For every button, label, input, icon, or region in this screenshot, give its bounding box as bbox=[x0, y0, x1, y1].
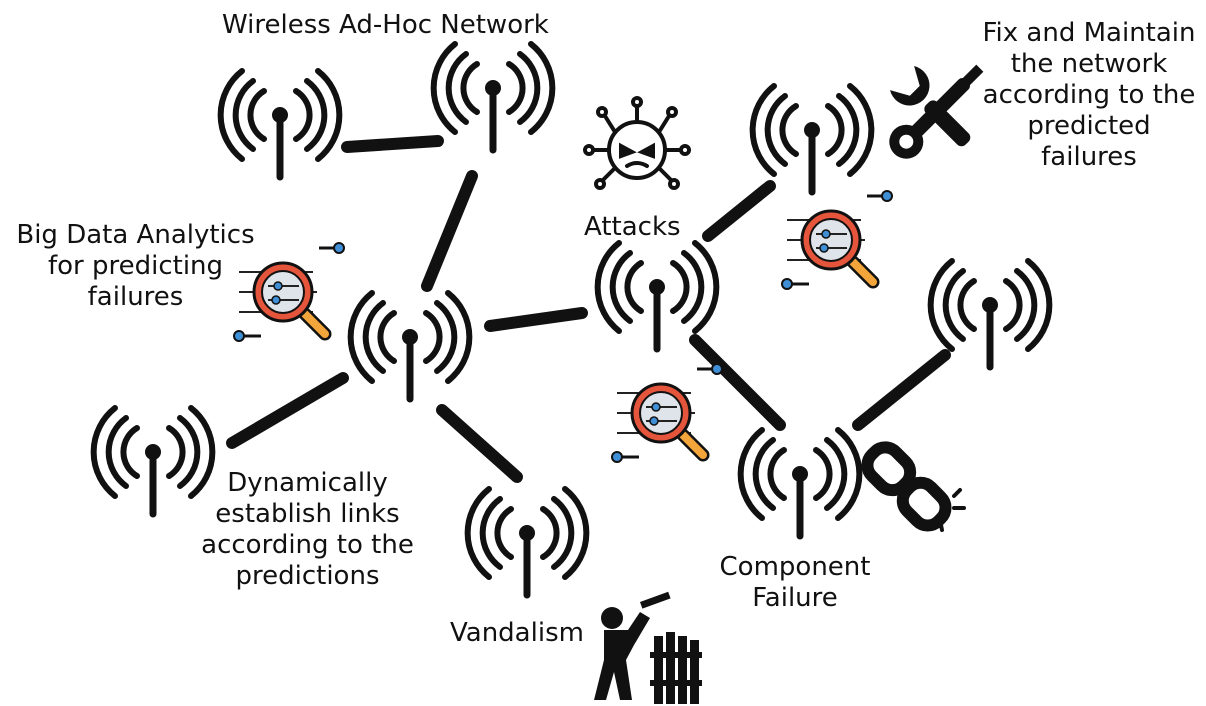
fix-maintain-label: Fix and Maintain the network according t… bbox=[975, 18, 1203, 173]
link bbox=[421, 170, 478, 292]
antenna-icon bbox=[598, 243, 717, 349]
antenna-icon bbox=[221, 71, 340, 177]
antenna-icon bbox=[351, 293, 470, 399]
dynamic-links-line: according to the bbox=[201, 530, 414, 560]
diagram-title: Wireless Ad-Hoc Network bbox=[222, 10, 549, 40]
wrench-screwdriver-icon bbox=[889, 64, 984, 159]
link bbox=[852, 349, 951, 431]
antenna-icon bbox=[468, 489, 587, 595]
component-failure-label: Component Failure bbox=[710, 552, 880, 614]
antenna-icon bbox=[741, 430, 860, 536]
link bbox=[484, 307, 588, 332]
big-data-line: for predicting bbox=[47, 251, 224, 281]
fix-maintain-line: predicted bbox=[1027, 111, 1151, 141]
big-data-line: failures bbox=[87, 282, 184, 312]
antenna-icon bbox=[434, 44, 553, 150]
fix-maintain-line: failures bbox=[1041, 142, 1137, 172]
dynamic-links-line: Dynamically bbox=[227, 468, 388, 498]
dynamic-links-line: establish links bbox=[215, 499, 400, 529]
magnifier-analytics-icon bbox=[782, 191, 892, 289]
vandal-fence-icon bbox=[594, 591, 702, 704]
component-failure-line: Failure bbox=[752, 583, 838, 613]
link bbox=[689, 334, 786, 431]
vandalism-label: Vandalism bbox=[450, 618, 584, 648]
link bbox=[436, 404, 523, 483]
fix-maintain-line: Fix and Maintain bbox=[982, 18, 1196, 48]
link bbox=[341, 135, 444, 153]
big-data-label: Big Data Analytics for predicting failur… bbox=[8, 220, 263, 313]
dynamic-links-label: Dynamically establish links according to… bbox=[190, 468, 425, 592]
big-data-line: Big Data Analytics bbox=[16, 220, 255, 250]
virus-icon bbox=[583, 96, 691, 190]
attacks-label: Attacks bbox=[584, 212, 681, 242]
broken-link-icon bbox=[861, 441, 966, 532]
magnifier-analytics-icon bbox=[612, 364, 722, 462]
fix-maintain-line: according to the bbox=[982, 80, 1196, 110]
fix-maintain-line: the network bbox=[1010, 49, 1168, 79]
network-links bbox=[226, 135, 951, 483]
component-failure-line: Component bbox=[719, 552, 871, 582]
link bbox=[702, 180, 776, 242]
link bbox=[226, 372, 349, 449]
dynamic-links-line: predictions bbox=[235, 561, 380, 591]
antenna-icon bbox=[753, 86, 872, 192]
